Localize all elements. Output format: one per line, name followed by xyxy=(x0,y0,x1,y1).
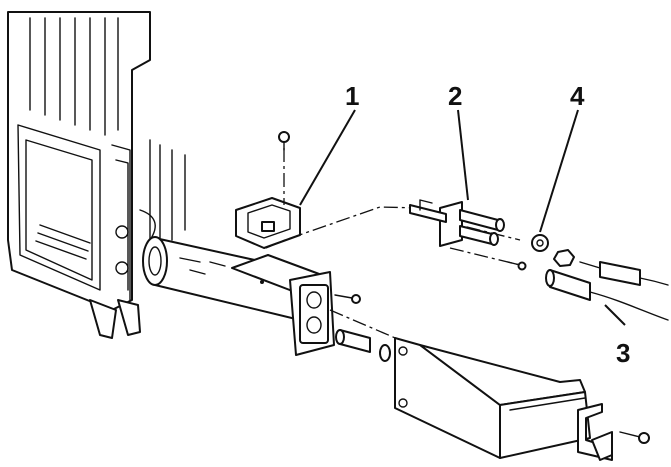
callout-4: 4 xyxy=(570,81,585,111)
clip-and-screw xyxy=(577,403,650,461)
lower-bracket xyxy=(394,337,591,459)
heater-body xyxy=(7,11,186,339)
callout-2: 2 xyxy=(448,81,462,111)
pilot-assembly-part-2 xyxy=(409,199,505,247)
screw-pilot xyxy=(507,261,527,271)
nut-part-4 xyxy=(531,234,575,267)
bracket-part-1 xyxy=(235,131,301,249)
fitting xyxy=(335,329,391,362)
mounting-plate xyxy=(231,254,335,356)
screw-plate xyxy=(334,294,361,304)
callout-leaders xyxy=(299,109,626,326)
thermocouple-part-3 xyxy=(545,261,669,321)
callout-3: 3 xyxy=(616,338,630,368)
callout-1: 1 xyxy=(345,81,359,111)
